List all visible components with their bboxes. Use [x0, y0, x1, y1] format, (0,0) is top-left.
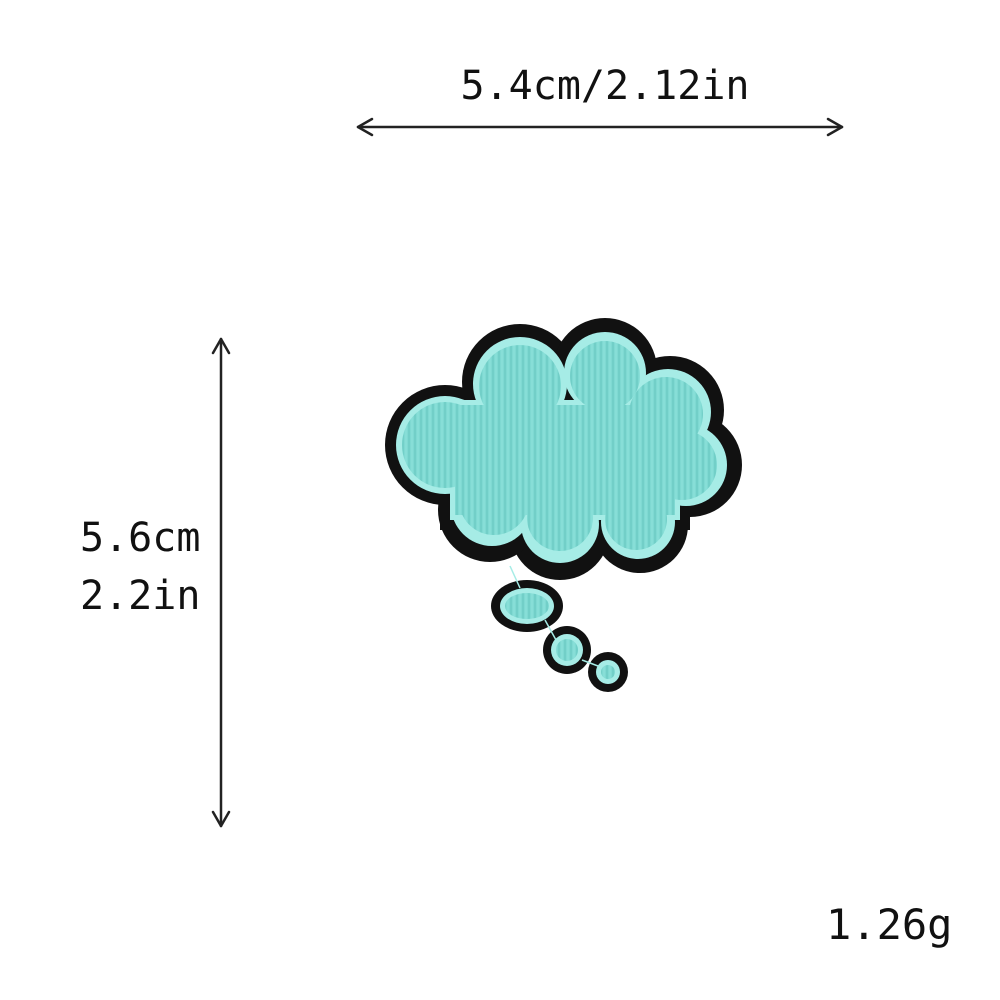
weight-label: 1.26g — [826, 900, 953, 949]
height-dimension-cm-label: 5.6cm — [80, 515, 201, 561]
width-dimension-label: 5.4cm/2.12in — [460, 63, 750, 109]
height-dimension-in-label: 2.2in — [80, 573, 201, 619]
thought-bubble-patch-icon — [385, 318, 742, 692]
width-arrow-icon — [356, 117, 844, 137]
height-arrow-icon — [211, 337, 231, 828]
